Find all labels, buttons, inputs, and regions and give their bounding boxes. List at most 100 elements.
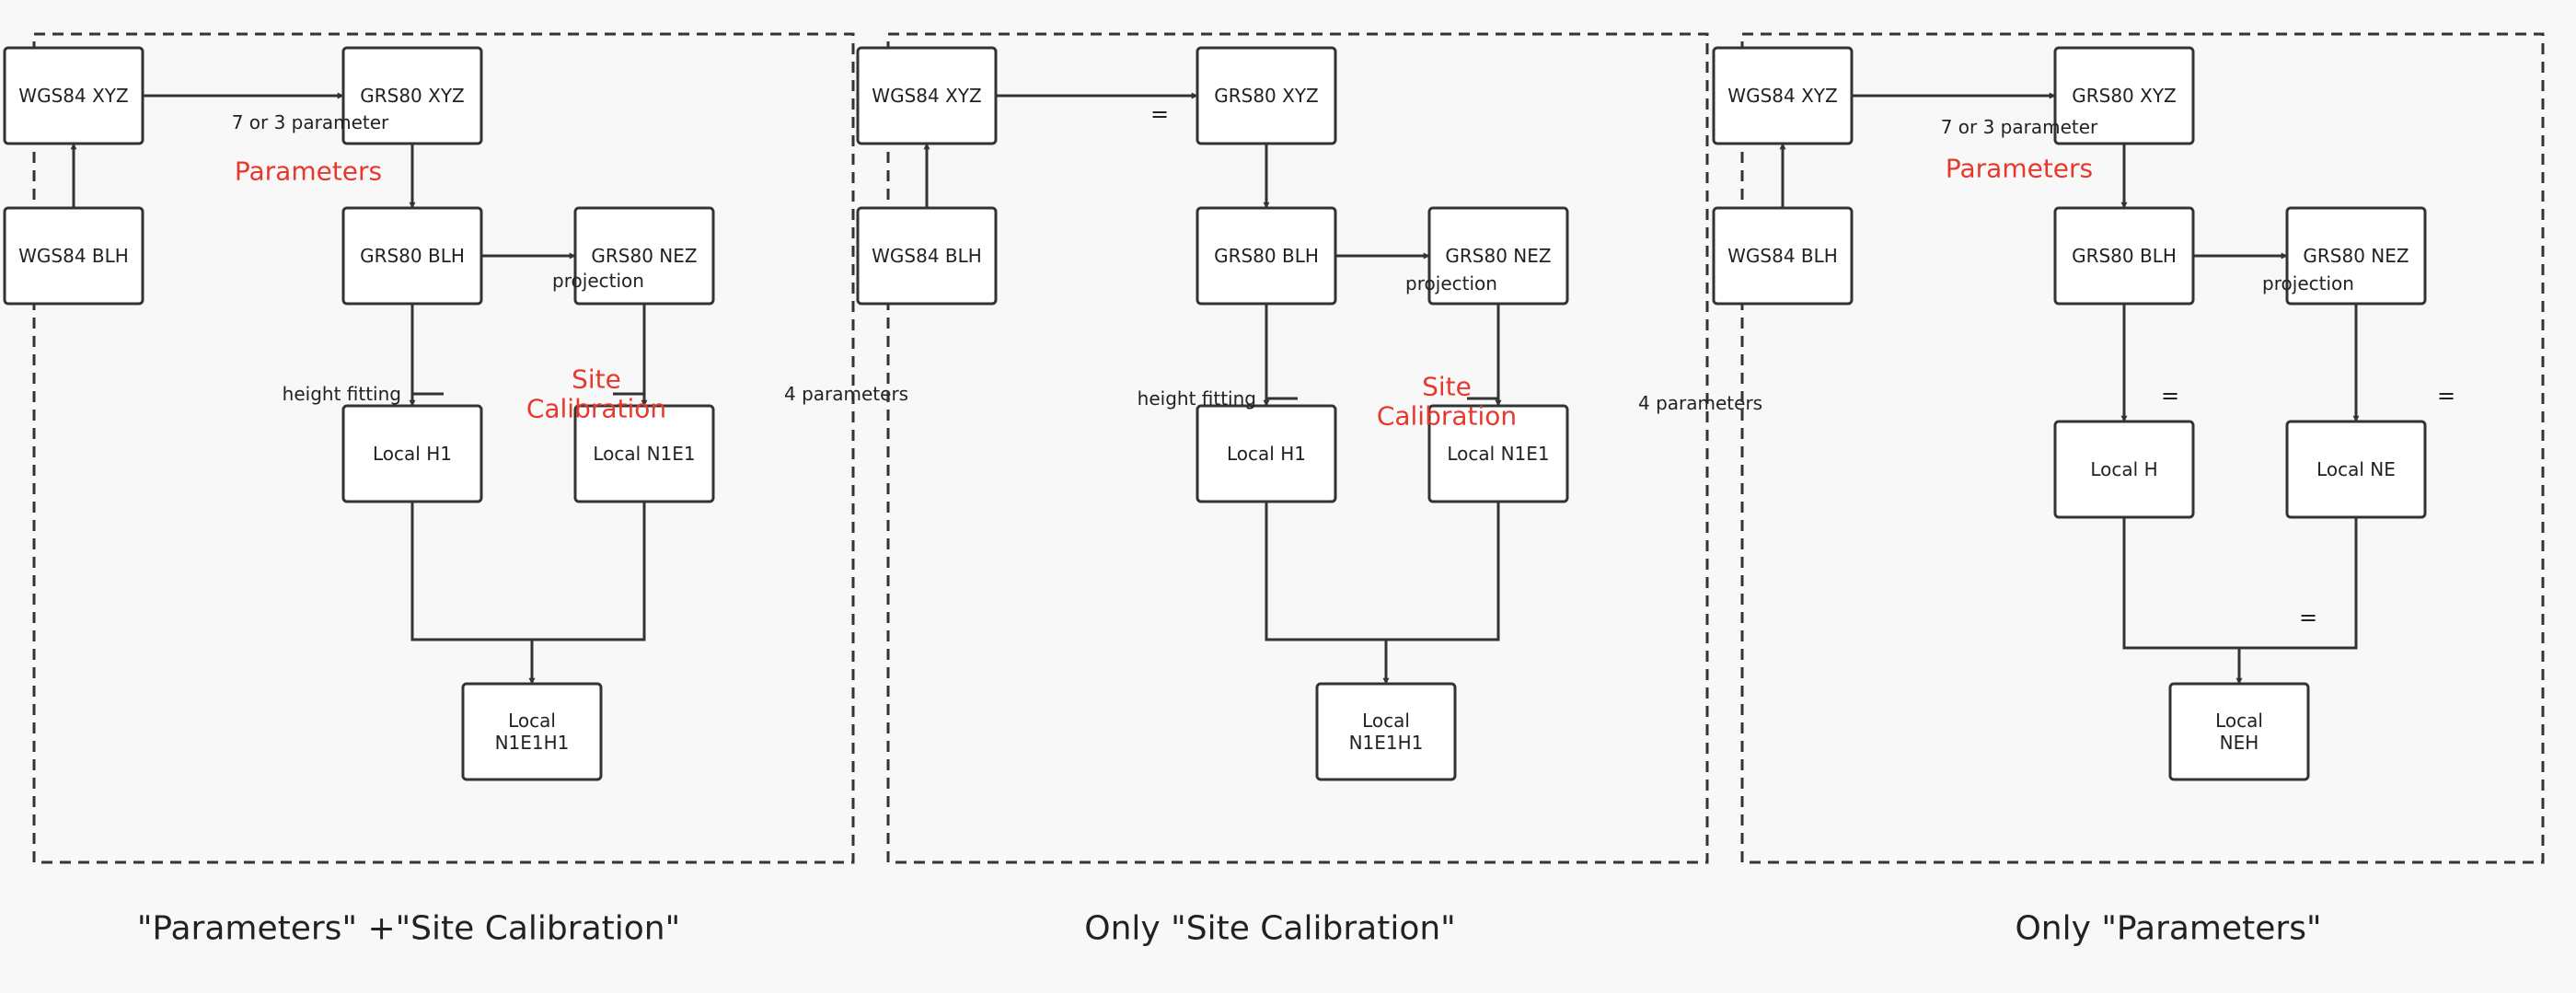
panel-3-node-local-final-box — [2168, 682, 2310, 781]
panel-3-node-local-h: Local H — [2053, 420, 2195, 519]
panel-2-node-grs80-nez-label: GRS80 NEZ — [1445, 245, 1551, 267]
panel-2-node-local-h: Local H1 — [1196, 404, 1337, 503]
panel-3-label-merge: = — [2299, 605, 2317, 630]
panel-3-caption: Only "Parameters" — [2015, 910, 2321, 948]
panel-1-edge-merge — [410, 502, 646, 641]
panel-2-node-wgs84-blh-box — [856, 206, 998, 306]
panel-1-node-grs80-nez-label: GRS80 NEZ — [591, 245, 697, 267]
panel-3: WGS84 XYZ WGS84 BLH GRS80 XYZ GRS80 BLH GRS8… — [1712, 32, 2545, 948]
panel-2-node-wgs84-xyz-label: WGS84 XYZ — [872, 85, 981, 107]
panel-1-label-site-calibration-line-2: Calibration — [526, 394, 666, 424]
panel-3-node-wgs84-blh-box — [1712, 206, 1854, 306]
panel-3-node-local-ne-label: Local NE — [2316, 458, 2396, 480]
panel-2-label-right-side: 4 parameters — [1638, 392, 1762, 414]
panel-3-node-grs80-nez-label: GRS80 NEZ — [2303, 245, 2409, 267]
panel-1-node-local-ne-label: Local N1E1 — [593, 443, 695, 465]
panel-1-node-local-ne: Local N1E1 — [573, 404, 715, 503]
panel-1-node-grs80-xyz: GRS80 XYZ — [341, 46, 483, 145]
panel-1-node-grs80-xyz-label: GRS80 XYZ — [360, 85, 465, 107]
panel-2-caption: Only "Site Calibration" — [1084, 910, 1455, 948]
panel-3-node-local-final-label-line-2: NEH — [2220, 732, 2259, 754]
panel-3-edge-merge — [2122, 517, 2358, 650]
panel-1-node-wgs84-blh: WGS84 BLH — [3, 206, 144, 306]
panel-1-node-local-h-box — [341, 404, 483, 503]
panel-2-label-projection: projection — [1405, 272, 1497, 294]
panel-2-node-local-final-label-line-1: Local — [1362, 710, 1410, 732]
panel-2-edge-merge — [1265, 502, 1500, 641]
panel-2-frame — [886, 32, 1709, 864]
panel-3-node-wgs84-xyz-label: WGS84 XYZ — [1727, 85, 1837, 107]
panel-1-label-top-edge: 7 or 3 parameter — [232, 111, 389, 133]
panel-3-label-top-edge: 7 or 3 parameter — [1941, 116, 2098, 138]
panel-3-node-local-final-label-line-1: Local — [2215, 710, 2263, 732]
panel-3-label-projection: projection — [2262, 272, 2354, 294]
panel-2-node-local-h-label: Local H1 — [1227, 443, 1306, 465]
panel-1-node-local-final-label-line-1: Local — [508, 710, 556, 732]
panel-2-node-grs80-blh-box — [1196, 206, 1337, 306]
panel-1-node-grs80-xyz-box — [341, 46, 483, 145]
panel-3-node-wgs84-blh-label: WGS84 BLH — [1727, 245, 1838, 267]
panel-1-frame — [32, 32, 855, 864]
panel-1-node-local-h: Local H1 — [341, 404, 483, 503]
panel-3-node-wgs84-blh: WGS84 BLH — [1712, 206, 1854, 306]
panel-3-frame — [1740, 32, 2545, 864]
panel-3-node-grs80-blh: GRS80 BLH — [2053, 206, 2195, 306]
panel-3-node-wgs84-xyz-box — [1712, 46, 1854, 145]
panel-2-node-local-ne-label: Local N1E1 — [1447, 443, 1549, 465]
panel-1-node-local-final-box — [461, 682, 603, 781]
panel-1-label-site-calibration-line-1: Site — [572, 364, 621, 395]
panel-1: WGS84 XYZ WGS84 BLH GRS80 XYZ GRS80 BLH GRS8… — [3, 32, 908, 948]
panel-2: WGS84 XYZ WGS84 BLH GRS80 XYZ GRS80 BLH GRS8… — [856, 32, 1762, 948]
panel-1-node-wgs84-xyz-box — [3, 46, 144, 145]
panel-1-node-local-final-label-line-2: N1E1H1 — [495, 732, 570, 754]
panel-2-node-grs80-xyz: GRS80 XYZ — [1196, 46, 1337, 145]
panel-1-label-left-side: height fitting — [283, 383, 401, 405]
panel-1-node-grs80-blh-box — [341, 206, 483, 306]
panel-1-label-right-side: 4 parameters — [784, 383, 908, 405]
panel-1-node-wgs84-xyz: WGS84 XYZ — [3, 46, 144, 145]
panel-3-node-grs80-xyz-label: GRS80 XYZ — [2072, 85, 2177, 107]
panel-3-node-grs80-blh-label: GRS80 BLH — [2072, 245, 2177, 267]
panel-2-node-grs80-blh: GRS80 BLH — [1196, 206, 1337, 306]
panel-3-node-local-ne: Local NE — [2285, 420, 2427, 519]
panel-2-node-wgs84-xyz: WGS84 XYZ — [856, 46, 998, 145]
panel-3-label-parameters: Parameters — [1946, 154, 2093, 184]
panel-1-node-wgs84-blh-box — [3, 206, 144, 306]
panel-2-node-grs80-xyz-label: GRS80 XYZ — [1214, 85, 1319, 107]
panel-3-node-local-h-label: Local H — [2090, 458, 2157, 480]
panel-3-node-grs80-blh-box — [2053, 206, 2195, 306]
panel-1-node-grs80-blh: GRS80 BLH — [341, 206, 483, 306]
panel-3-node-grs80-nez: GRS80 NEZ — [2285, 206, 2427, 306]
panel-1-node-local-ne-box — [573, 404, 715, 503]
panel-2-node-local-final-box — [1315, 682, 1457, 781]
panel-1-node-local-h-label: Local H1 — [373, 443, 452, 465]
panel-3-node-local-ne-box — [2285, 420, 2427, 519]
panel-2-node-grs80-xyz-box — [1196, 46, 1337, 145]
panel-2-node-wgs84-blh-label: WGS84 BLH — [872, 245, 982, 267]
panel-2-node-grs80-nez: GRS80 NEZ — [1427, 206, 1569, 306]
panel-1-label-parameters: Parameters — [235, 156, 382, 187]
panel-2-label-site-calibration-line-2: Calibration — [1377, 401, 1517, 432]
panel-2-node-wgs84-xyz-box — [856, 46, 998, 145]
panel-2-node-local-final-label-line-2: N1E1H1 — [1349, 732, 1424, 754]
panel-2-node-local-ne: Local N1E1 — [1427, 404, 1569, 503]
panel-2-label-top-edge: = — [1150, 101, 1169, 127]
panel-3-label-right-side: = — [2437, 383, 2455, 409]
panel-2-label-left-side: height fitting — [1138, 387, 1256, 410]
panel-3-node-local-h-box — [2053, 420, 2195, 519]
panel-3-node-wgs84-xyz: WGS84 XYZ — [1712, 46, 1854, 145]
panel-2-node-grs80-nez-box — [1427, 206, 1569, 306]
panel-1-node-grs80-blh-label: GRS80 BLH — [360, 245, 465, 267]
panel-1-node-grs80-nez: GRS80 NEZ — [573, 206, 715, 306]
panel-3-label-left-side: = — [2161, 383, 2179, 409]
panel-1-node-wgs84-blh-label: WGS84 BLH — [18, 245, 129, 267]
panel-1-caption: "Parameters" +"Site Calibration" — [137, 910, 680, 948]
panel-2-node-local-h-box — [1196, 404, 1337, 503]
panel-3-node-grs80-nez-box — [2285, 206, 2427, 306]
panel-2-node-grs80-blh-label: GRS80 BLH — [1214, 245, 1319, 267]
panel-3-node-grs80-xyz: GRS80 XYZ — [2053, 46, 2195, 145]
